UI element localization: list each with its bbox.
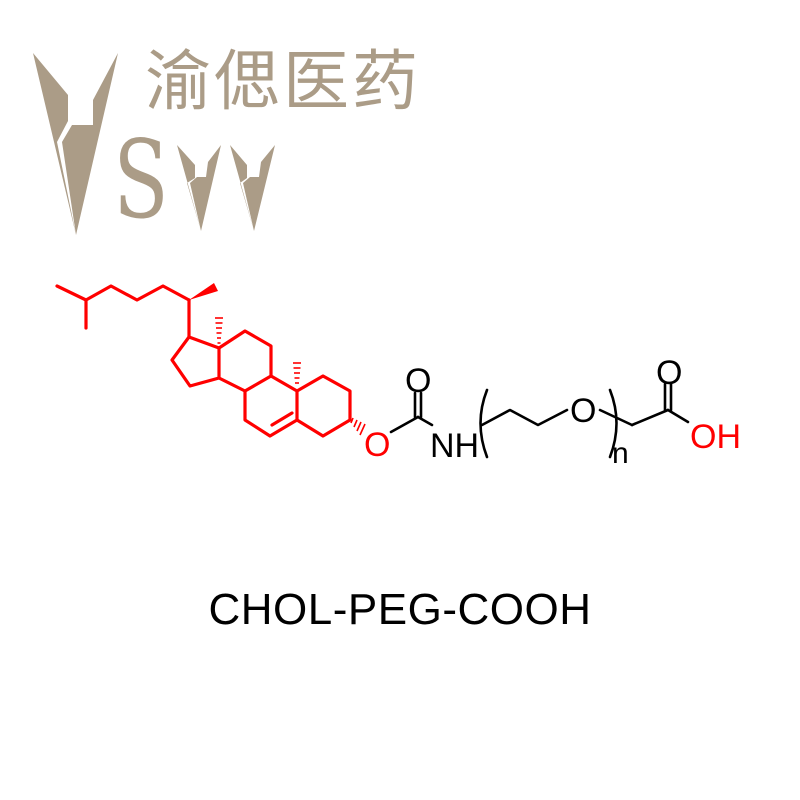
hashed-bond-c3-o [350, 417, 366, 436]
hashed-bond-c10 [293, 362, 301, 384]
carbonyl-oxygen-label: O [405, 362, 431, 400]
svg-text:S: S [113, 116, 168, 243]
acid-carbonyl-oxygen-label: O [656, 354, 682, 392]
company-logo: S 渝偲医药 [0, 0, 800, 250]
ester-oxygen-label: O [364, 426, 390, 464]
acid-oh-label: OH [690, 418, 741, 456]
wedge-bond [189, 283, 218, 300]
cholesterol-moiety [55, 284, 352, 438]
chemical-structure: O O NH O n O OH [0, 260, 800, 500]
repeat-unit-n-label: n [612, 437, 629, 470]
compound-name-caption: CHOL-PEG-COOH [208, 585, 592, 634]
hashed-bond-c13 [215, 317, 223, 344]
nh-label: NH [430, 427, 479, 465]
chol-peg-cooh-structure-diagram: O O NH O n O OH [55, 283, 741, 470]
logo-mark-icon: S [33, 53, 275, 243]
linker-bonds [389, 382, 690, 459]
peg-oxygen-label: O [570, 392, 596, 430]
company-name-cn: 渝偲医药 [145, 43, 421, 120]
